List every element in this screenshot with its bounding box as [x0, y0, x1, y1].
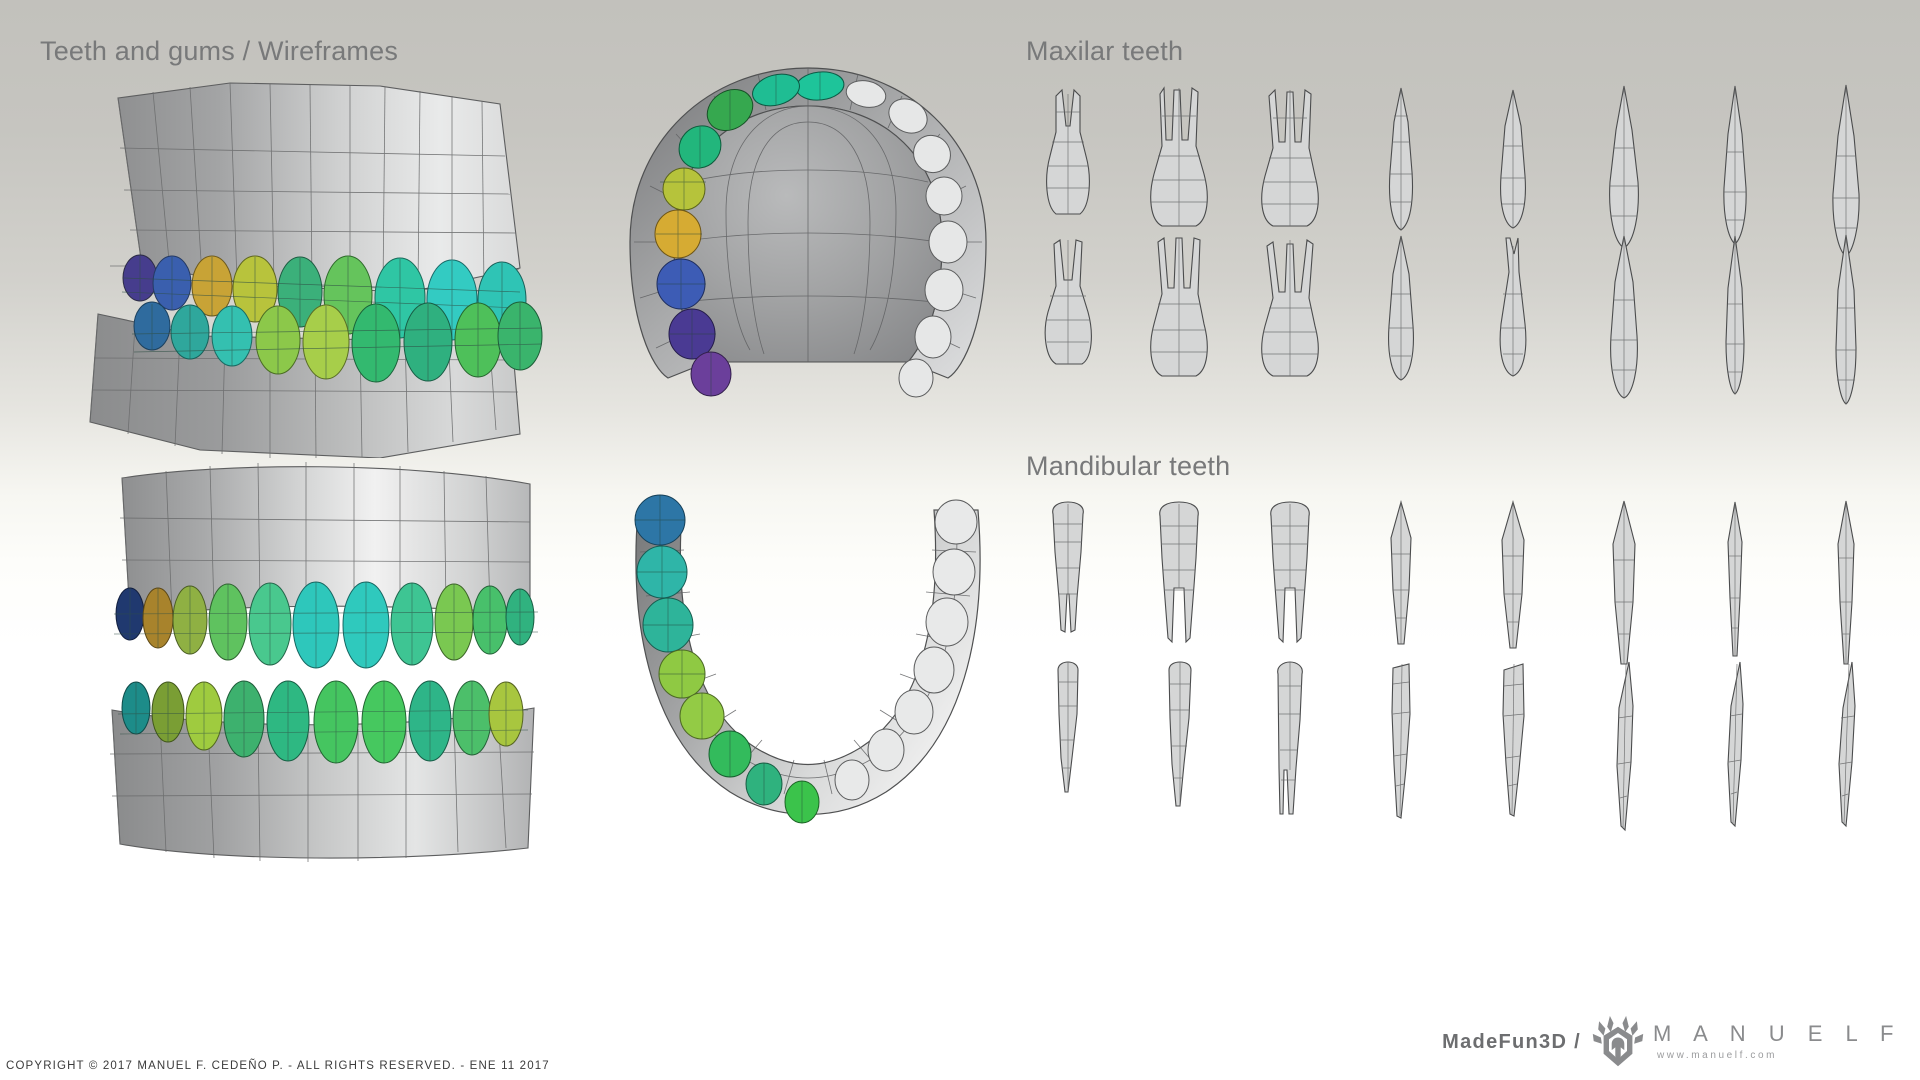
maxilar-teeth-grid: [1012, 82, 1902, 405]
tooth-maxilar-bottom-2[interactable]: [1123, 232, 1234, 382]
tooth-mandibular-bottom-2[interactable]: [1123, 658, 1234, 818]
page-title: Teeth and gums / Wireframes: [40, 36, 399, 66]
tooth-maxilar-bottom-6[interactable]: [1568, 232, 1679, 399]
tooth-mandibular-bottom-7[interactable]: [1680, 658, 1791, 828]
tooth-mandibular-top-2[interactable]: [1123, 498, 1234, 658]
tooth-mandibular-top-6[interactable]: [1568, 498, 1679, 665]
stag-head-emblem-icon: [1592, 1015, 1644, 1067]
brand-url-label: www.manuelf.com: [1656, 1050, 1778, 1061]
viewport-lower-jaw-perspective[interactable]: [78, 462, 578, 862]
tooth-mandibular-bottom-8[interactable]: [1791, 658, 1902, 828]
tooth-mandibular-bottom-5[interactable]: [1457, 658, 1568, 818]
tooth-maxilar-top-2[interactable]: [1123, 82, 1234, 232]
tooth-mandibular-top-4[interactable]: [1346, 498, 1457, 658]
tooth-maxilar-top-3[interactable]: [1235, 82, 1346, 232]
tooth-maxilar-bottom-3[interactable]: [1235, 232, 1346, 382]
mandibular-teeth-colored: [634, 494, 820, 824]
tooth-mandibular-top-8[interactable]: [1791, 498, 1902, 665]
viewport-mandibular-arch-occlusal[interactable]: [598, 492, 1018, 852]
lower-teeth-colored: [131, 301, 543, 383]
tooth-mandibular-top-3[interactable]: [1235, 498, 1346, 658]
tooth-mandibular-top-5[interactable]: [1457, 498, 1568, 658]
tooth-mandibular-bottom-4[interactable]: [1346, 658, 1457, 819]
mandibular-teeth-grid: [1012, 498, 1902, 832]
tooth-maxilar-bottom-1[interactable]: [1012, 232, 1123, 382]
tooth-maxilar-bottom-8[interactable]: [1791, 232, 1902, 405]
brand-studio-label: MadeFun3D /: [1442, 1030, 1581, 1053]
tooth-maxilar-top-8[interactable]: [1791, 82, 1902, 257]
tooth-maxilar-top-6[interactable]: [1568, 82, 1679, 249]
viewport-upper-jaw-perspective[interactable]: [80, 78, 580, 458]
tooth-mandibular-top-7[interactable]: [1680, 498, 1791, 658]
copyright-notice: COPYRIGHT © 2017 MANUEL F. CEDEÑO P. - A…: [6, 1060, 550, 1072]
tooth-maxilar-top-5[interactable]: [1457, 82, 1568, 232]
section-title-maxilar: Maxilar teeth: [1026, 36, 1184, 66]
viewport-maxillary-arch-occlusal[interactable]: [608, 62, 1008, 402]
tooth-mandibular-bottom-6[interactable]: [1568, 658, 1679, 832]
maxillary-sockets: [845, 80, 968, 398]
tooth-maxilar-bottom-7[interactable]: [1680, 232, 1791, 395]
lower-view-lower-teeth: [117, 680, 529, 764]
tooth-mandibular-bottom-3[interactable]: [1235, 658, 1346, 818]
mandibular-sockets: [834, 499, 978, 801]
brand-wordmark-block: M A N U E L F www.manuelf.com: [1652, 1021, 1902, 1062]
tooth-mandibular-top-1[interactable]: [1012, 498, 1123, 658]
brand-lockup[interactable]: MadeFun3D / M A N U E L F www.manuelf.co…: [1442, 1010, 1902, 1074]
section-title-mandibular: Mandibular teeth: [1026, 451, 1231, 481]
tooth-mandibular-bottom-1[interactable]: [1012, 658, 1123, 818]
lower-view-wireframe-lines: [109, 462, 535, 862]
lower-view-upper-teeth: [113, 581, 539, 669]
tooth-maxilar-top-7[interactable]: [1680, 82, 1791, 245]
tooth-maxilar-bottom-5[interactable]: [1457, 232, 1568, 382]
tooth-maxilar-top-4[interactable]: [1346, 82, 1457, 232]
palate-wireframe-lines: [677, 105, 939, 362]
maxillary-teeth-colored: [654, 71, 845, 397]
tooth-maxilar-bottom-4[interactable]: [1346, 232, 1457, 382]
brand-name-label: M A N U E L F: [1652, 1021, 1902, 1046]
tooth-maxilar-top-1[interactable]: [1012, 82, 1123, 232]
